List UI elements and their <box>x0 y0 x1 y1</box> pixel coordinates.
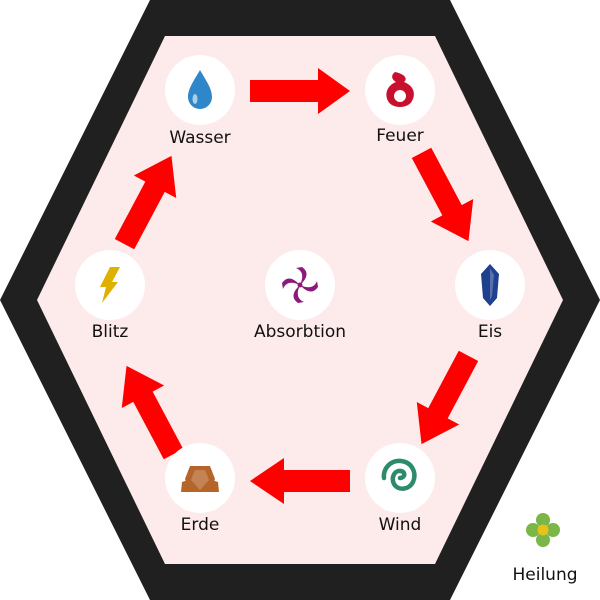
arrow-feuer-to-eis <box>411 147 474 242</box>
node-label-absorbtion: Absorbtion <box>254 322 346 342</box>
flame-icon <box>386 72 414 107</box>
node-label-feuer: Feuer <box>376 126 424 146</box>
node-eis: Eis <box>455 250 525 342</box>
node-label-heilung: Heilung <box>512 565 577 585</box>
arrow-erde-to-blitz <box>121 365 184 460</box>
node-label-erde: Erde <box>181 515 220 535</box>
node-label-wasser: Wasser <box>169 128 230 148</box>
node-wind: Wind <box>365 443 435 535</box>
healing-clover-icon <box>526 513 560 547</box>
earth-rock-icon <box>181 466 219 492</box>
arrow-blitz-to-wasser <box>114 155 177 250</box>
water-drop-icon <box>188 70 212 109</box>
arrow-wind-to-erde <box>250 458 350 504</box>
node-label-blitz: Blitz <box>92 322 129 342</box>
node-blitz: Blitz <box>75 250 145 342</box>
node-label-wind: Wind <box>379 515 422 535</box>
arrow-shape <box>121 365 184 460</box>
arrow-shape <box>250 458 350 504</box>
node-label-eis: Eis <box>478 322 502 342</box>
arrow-shape <box>250 68 350 114</box>
node-erde: Erde <box>165 443 235 535</box>
node-feuer: Feuer <box>365 55 435 146</box>
node-wasser: Wasser <box>165 55 235 148</box>
arrow-shape <box>411 147 474 242</box>
absorption-spiral-icon <box>282 267 318 303</box>
arrow-eis-to-wind <box>416 350 479 445</box>
arrow-wasser-to-feuer <box>250 68 350 114</box>
node-absorbtion: Absorbtion <box>254 250 346 342</box>
ice-crystal-icon <box>481 264 499 306</box>
arrow-shape <box>114 155 177 250</box>
wind-swirl-icon <box>381 458 417 491</box>
arrow-shape <box>416 350 479 445</box>
lightning-icon <box>100 267 120 303</box>
node-heilung: Heilung <box>512 513 578 585</box>
